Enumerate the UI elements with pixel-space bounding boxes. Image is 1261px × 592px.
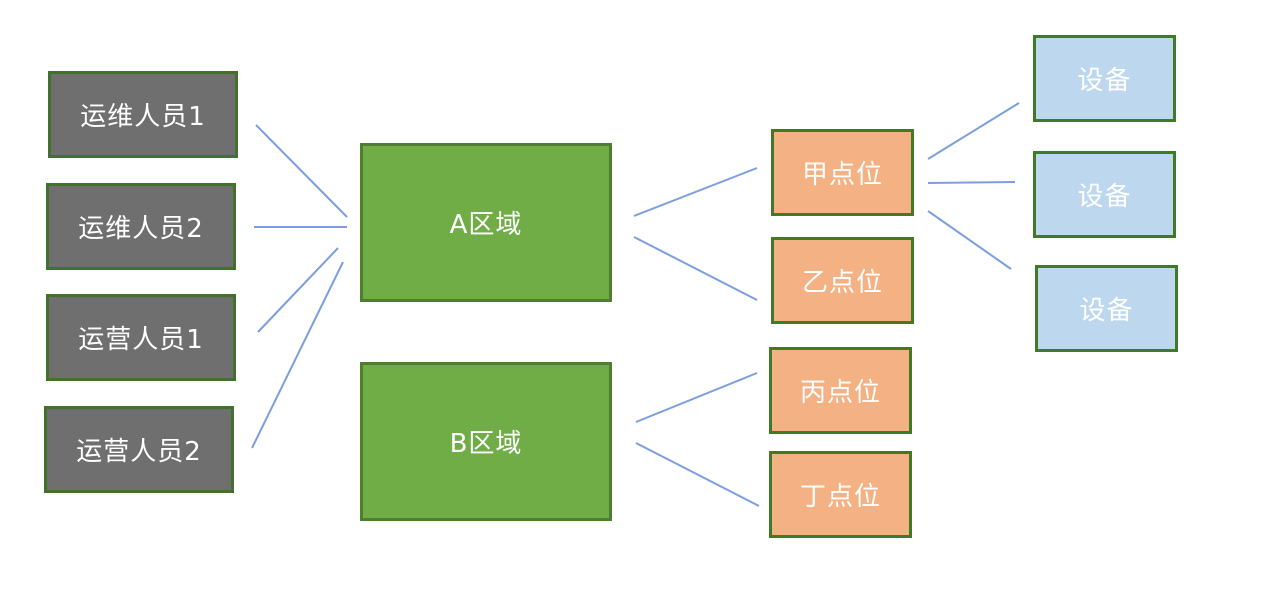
node-point-yi: 乙点位 [771,237,914,324]
node-device-1: 设备 [1033,35,1176,122]
node-area-a: A区域 [360,143,612,302]
node-label: 运营人员2 [76,437,202,467]
node-device-2: 设备 [1033,151,1176,238]
node-device-3: 设备 [1035,265,1178,352]
node-business-staff-1: 运营人员1 [46,294,236,381]
node-label: 甲点位 [801,160,883,190]
node-label: 丙点位 [799,378,881,408]
node-label: 运维人员2 [78,214,204,244]
connector-person4-area-a [251,261,344,449]
node-point-bing: 丙点位 [769,347,912,434]
connector-person1-area-a [255,124,348,218]
connector-area-b-point4 [635,442,760,507]
node-label: 设备 [1077,66,1132,96]
node-label: 设备 [1079,296,1134,326]
node-point-jia: 甲点位 [771,129,914,216]
node-label: A区域 [449,210,523,240]
connector-area-a-point1 [633,167,758,217]
node-label: 丁点位 [799,482,881,512]
node-business-staff-2: 运营人员2 [44,406,234,493]
connector-area-b-point3 [635,372,758,423]
node-label: 运维人员1 [80,102,206,132]
connector-area-a-point2 [633,236,758,301]
connector-point1-device1 [927,102,1020,160]
node-label: 设备 [1077,182,1132,212]
connector-person3-area-a [257,247,339,333]
connector-point1-device3 [927,210,1012,270]
node-operations-staff-2: 运维人员2 [46,183,236,270]
node-label: 乙点位 [801,268,883,298]
node-operations-staff-1: 运维人员1 [48,71,238,158]
node-label: 运营人员1 [78,325,204,355]
node-label: B区域 [449,429,523,459]
node-point-ding: 丁点位 [769,451,912,538]
connector-point1-device2 [927,181,1016,184]
node-area-b: B区域 [360,362,612,521]
